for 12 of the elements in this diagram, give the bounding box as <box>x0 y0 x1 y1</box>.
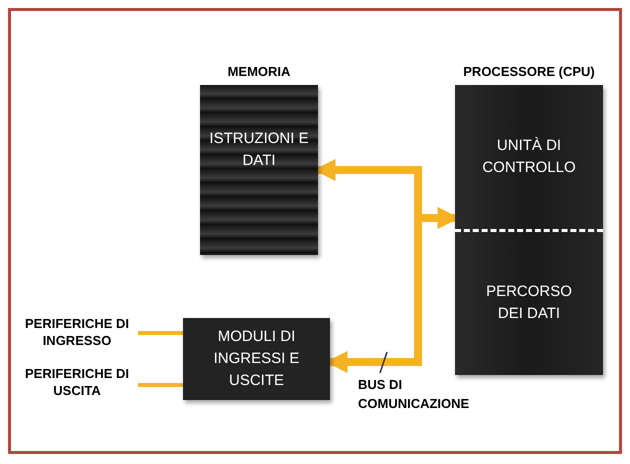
block-label: MODULI DI INGRESSI E USCITE <box>212 327 300 391</box>
io-module-block <box>183 318 330 400</box>
bus-connector <box>138 331 183 335</box>
bus-connector <box>138 383 183 387</box>
peripheral-label: PERIFERICHE DI INGRESSO <box>24 315 130 349</box>
edge-label: BUS DI COMUNICAZIONE <box>358 376 470 413</box>
block-heading: PROCESSORE (CPU) <box>462 63 596 81</box>
block-label: ISTRUZIONI E DATI <box>209 129 309 171</box>
section-label: UNITÀ DI CONTROLLO <box>481 136 577 178</box>
block-heading: MEMORIA <box>226 63 292 81</box>
peripheral-label: PERIFERICHE DI USCITA <box>24 365 130 399</box>
section-label: PERCORSO DEI DATI <box>485 282 573 324</box>
